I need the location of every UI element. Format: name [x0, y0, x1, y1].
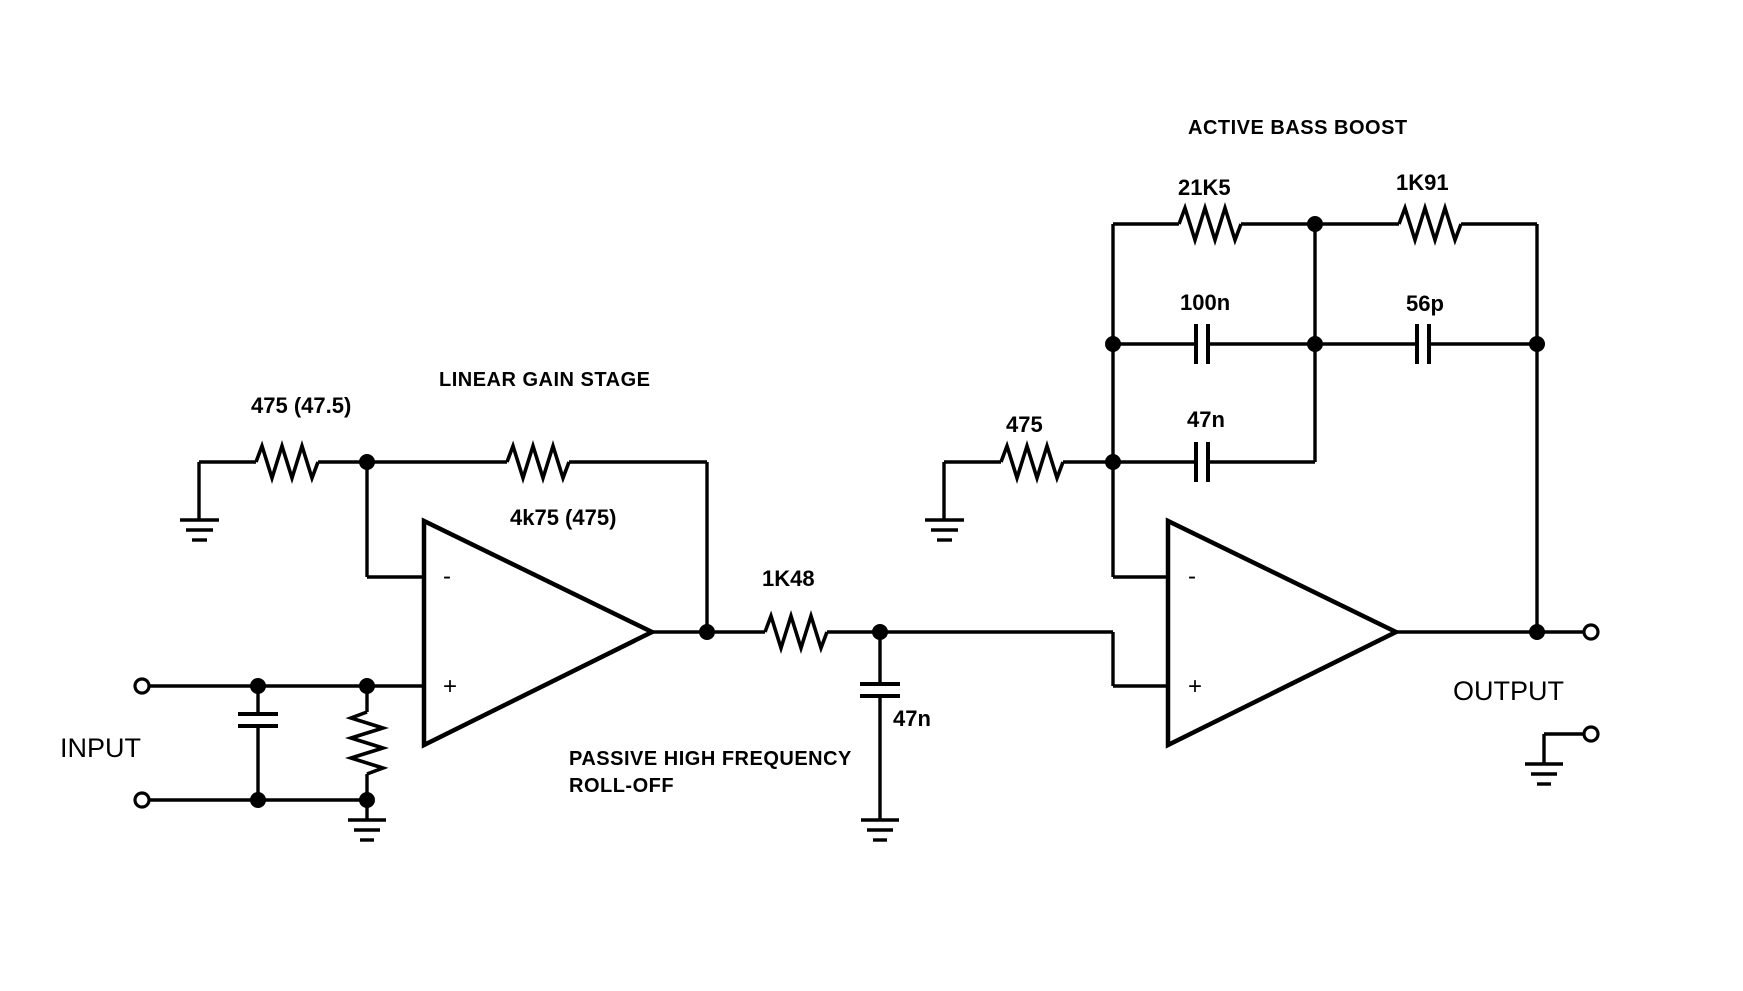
- gain-feedback-resistor: [505, 439, 571, 485]
- shunt-capacitor-label: 47n: [893, 706, 931, 731]
- output-terminal-ground[interactable]: [1582, 725, 1600, 743]
- active-bass-title: ACTIVE BASS BOOST: [1188, 117, 1408, 139]
- series-resistor-label: 1K48: [762, 566, 815, 591]
- bass-capacitor-56p-label: 56p: [1406, 291, 1444, 316]
- shunt-capacitor: [860, 682, 900, 698]
- input-capacitor: [238, 712, 278, 728]
- junction-dot: [1529, 336, 1545, 352]
- output-label: OUTPUT: [1453, 676, 1564, 706]
- input-section: INPUT: [60, 677, 424, 842]
- bass-resistor-1k91: [1397, 201, 1463, 247]
- ground-symbol-rolloff: [861, 818, 899, 842]
- bass-capacitor-47n: [1194, 442, 1210, 482]
- gain-feedback-resistor-label: 4k75 (475): [510, 505, 616, 530]
- series-resistor: [763, 609, 829, 655]
- bass-op-amp: [1165, 517, 1402, 749]
- junction-dot: [250, 678, 266, 694]
- junction-dot: [1105, 454, 1121, 470]
- ground-symbol-input: [348, 818, 386, 842]
- junction-dot: [359, 454, 375, 470]
- junction-dot: [250, 792, 266, 808]
- bass-capacitor-47n-label: 47n: [1187, 407, 1225, 432]
- bass-capacitor-100n: [1194, 324, 1210, 364]
- linear-gain-stage: LINEAR GAIN STAGE - + 475 (47.5) 4k75 (4…: [180, 369, 765, 749]
- input-terminal-signal[interactable]: [133, 677, 151, 695]
- passive-rolloff-title-line1: PASSIVE HIGH FREQUENCY: [569, 748, 852, 770]
- bass-capacitor-56p: [1415, 324, 1431, 364]
- bass-capacitor-100n-label: 100n: [1180, 290, 1230, 315]
- bass-ground-resistor-label: 475: [1006, 412, 1043, 437]
- gain-ground-resistor: [254, 439, 320, 485]
- passive-rolloff-title-line2: ROLL-OFF: [569, 775, 674, 797]
- gain-plus-pin: +: [443, 673, 457, 700]
- bass-resistor-21k5: [1177, 201, 1243, 247]
- ground-symbol-gain: [180, 518, 219, 542]
- bass-resistor-1k91-label: 1K91: [1396, 170, 1449, 195]
- bass-resistor-21k5-label: 21K5: [1178, 175, 1231, 200]
- gain-minus-pin: -: [443, 563, 451, 590]
- active-bass-boost-stage: ACTIVE BASS BOOST - +: [925, 117, 1584, 749]
- junction-dot: [359, 678, 375, 694]
- gain-ground-resistor-label: 475 (47.5): [251, 393, 351, 418]
- junction-dot: [699, 624, 715, 640]
- input-shunt-resistor: [344, 710, 390, 776]
- junction-dot: [1307, 216, 1323, 232]
- bass-minus-pin: -: [1188, 563, 1196, 590]
- passive-rolloff-section: 1K48 47n PASSIVE HIGH FREQUENCY ROLL-OFF: [569, 566, 1113, 842]
- bass-ground-resistor: [999, 439, 1065, 485]
- ground-symbol-output: [1525, 762, 1563, 786]
- input-terminal-ground[interactable]: [133, 791, 151, 809]
- bass-plus-pin: +: [1188, 673, 1202, 700]
- junction-dot: [359, 792, 375, 808]
- input-label: INPUT: [60, 733, 141, 763]
- linear-gain-title: LINEAR GAIN STAGE: [439, 369, 650, 391]
- ground-symbol-bass: [925, 518, 964, 542]
- output-terminal-signal[interactable]: [1582, 623, 1600, 641]
- junction-dot: [1307, 336, 1323, 352]
- junction-dot: [1105, 336, 1121, 352]
- output-section: OUTPUT: [1453, 623, 1600, 786]
- gain-op-amp: [421, 517, 658, 749]
- junction-dot: [1529, 624, 1545, 640]
